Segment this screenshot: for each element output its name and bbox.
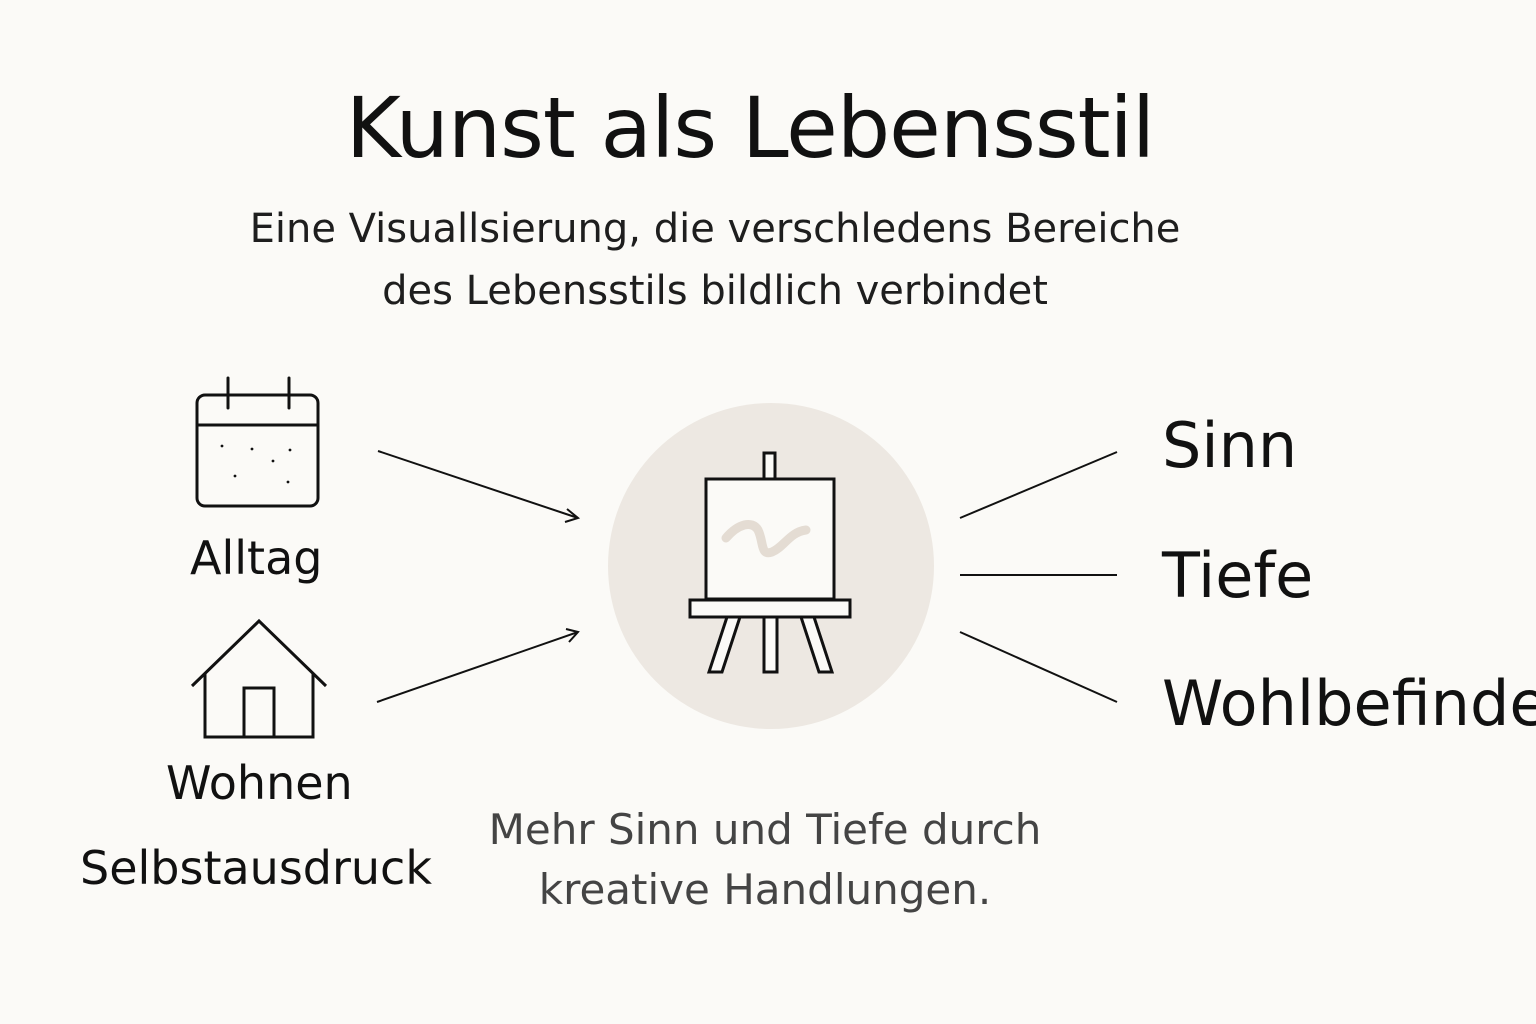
connector-wohlbefinden: [959, 631, 1118, 703]
caption: Mehr Sinn und Tiefe durch kreative Handl…: [460, 800, 1070, 920]
arrow-alltag-to-center: [377, 450, 581, 523]
caption-line-2: kreative Handlungen.: [538, 865, 992, 914]
label-tiefe: Tiefe: [1162, 539, 1314, 612]
subtitle-line-1: Eine Visuallsierung, die verschledens Be…: [249, 206, 1181, 252]
page-title: Kunst als Lebensstil: [345, 79, 1155, 177]
subtitle-line-2: des Lebensstils bildlich verbindet: [382, 268, 1048, 314]
house-icon: [190, 618, 328, 739]
label-sinn: Sinn: [1162, 409, 1298, 482]
connector-sinn: [959, 451, 1118, 519]
page-subtitle: Eine Visuallsierung, die verschledens Be…: [180, 198, 1250, 322]
brush-stroke: [721, 519, 811, 558]
label-alltag: Alltag: [190, 531, 323, 585]
caption-line-1: Mehr Sinn und Tiefe durch: [488, 805, 1042, 854]
label-selbstausdruck: Selbstausdruck: [80, 841, 432, 895]
label-wohnen: Wohnen: [166, 756, 353, 810]
easel-icon: [688, 451, 852, 674]
arrow-wohnen-to-center: [376, 628, 580, 703]
label-wohlbefinden: Wohlbefinden: [1162, 667, 1536, 740]
calendar-icon: [195, 376, 320, 508]
